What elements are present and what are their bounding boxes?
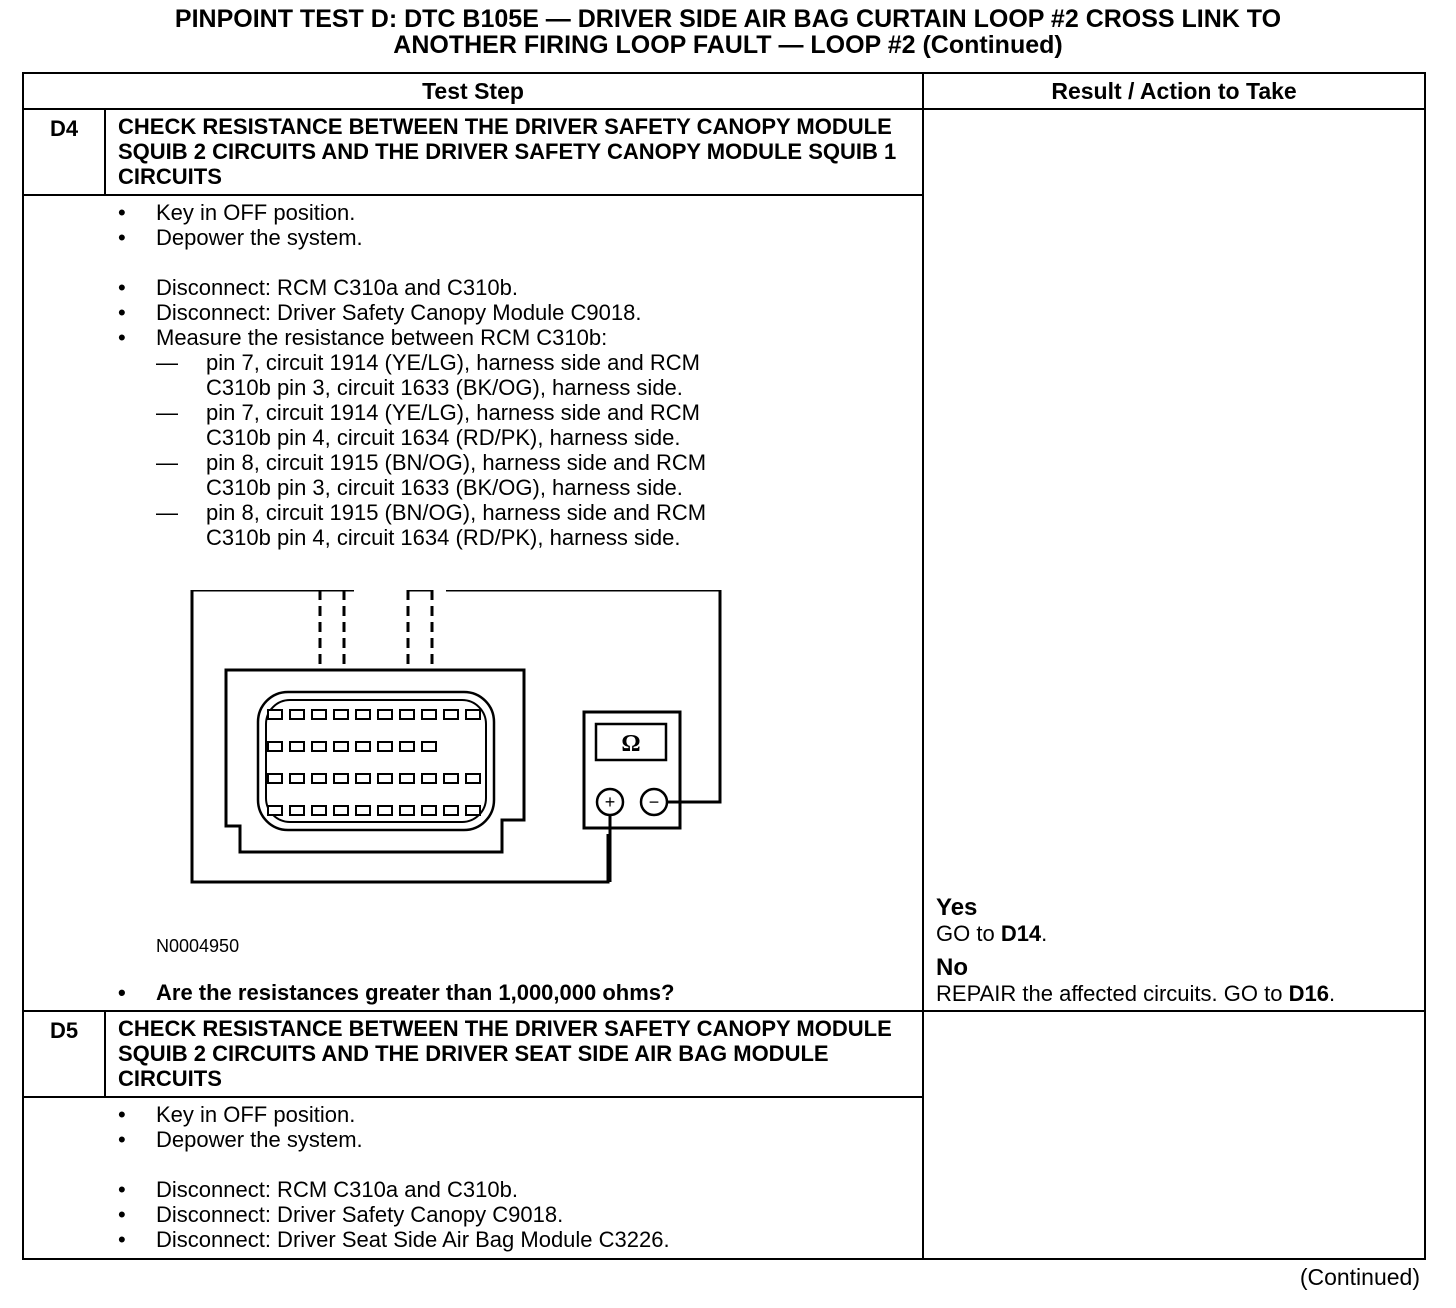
sub-item: pin 7, circuit 1914 (YE/LG), harness sid… [24, 400, 726, 450]
result-cell-d5 [922, 1010, 1427, 1260]
svg-text:Ω: Ω [621, 731, 640, 757]
list-item: Disconnect: RCM C310a and C310b. [24, 275, 922, 300]
step-d5-title-row: D5 CHECK RESISTANCE BETWEEN THE DRIVER S… [22, 1010, 1427, 1260]
sub-item: pin 8, circuit 1915 (BN/OG), harness sid… [24, 450, 726, 500]
step-question-d4: Are the resistances greater than 1,000,0… [24, 980, 922, 1005]
continued-note: (Continued) [1299, 1264, 1420, 1290]
list-item: Measure the resistance between RCM C310b… [24, 325, 922, 350]
title-line-1: PINPOINT TEST D: DTC B105E — DRIVER SIDE… [174, 5, 1282, 33]
list-item: Disconnect: RCM C310a and C310b. [24, 1177, 922, 1202]
sub-item: pin 8, circuit 1915 (BN/OG), harness sid… [24, 500, 726, 550]
page-title: PINPOINT TEST D: DTC B105E — DRIVER SIDE… [0, 6, 1456, 58]
link-d14[interactable]: D14 [1000, 921, 1042, 946]
figure-id: N0004950 [156, 936, 240, 956]
title-line-2: ANOTHER FIRING LOOP FAULT — LOOP #2 (Con… [393, 31, 1063, 59]
step-d5-body-row: Key in OFF position. Depower the system.… [21, 1096, 1425, 1260]
step-title-d4: CHECK RESISTANCE BETWEEN THE DRIVER SAFE… [103, 108, 925, 196]
column-header-test-step: Test Step [21, 72, 925, 110]
yes-label: Yes [936, 894, 978, 921]
column-header-result: Result / Action to Take [922, 72, 1427, 110]
resistance-measurement-diagram: Ω + − [190, 590, 722, 884]
list-item: Disconnect: Driver Safety Canopy Module … [24, 300, 922, 325]
result-cell-d4: Yes GO to D14. No REPAIR the affected ci… [922, 108, 1427, 1012]
list-item: Key in OFF position. [24, 1102, 922, 1127]
yes-action: GO to D14. [936, 921, 1048, 946]
step-number-d4: D4 [22, 108, 106, 196]
list-item: Disconnect: Driver Seat Side Air Bag Mod… [24, 1227, 922, 1252]
step-d4-body-row: Key in OFF position. Depower the system.… [21, 194, 1425, 1012]
svg-text:+: + [605, 792, 616, 812]
step-body-d4: Key in OFF position. Depower the system.… [21, 194, 925, 1012]
table-header-row: Test Step Result / Action to Take [21, 72, 1427, 110]
ohmmeter-icon: Ω + − [582, 710, 682, 830]
no-label: No [936, 954, 969, 981]
no-action: REPAIR the affected circuits. GO to D16. [936, 981, 1336, 1006]
list-item: Depower the system. [24, 1127, 922, 1152]
pinpoint-test-table: Test Step Result / Action to Take D4 CHE… [21, 72, 1427, 1260]
step-body-d5: Key in OFF position. Depower the system.… [21, 1096, 925, 1260]
step-d4-title-row: D4 CHECK RESISTANCE BETWEEN THE DRIVER S… [22, 108, 1427, 1012]
result-block-d4: Yes GO to D14. No REPAIR the affected ci… [936, 894, 1416, 1006]
list-item: Key in OFF position. [24, 200, 922, 225]
connector-diagram: Ω + − N0004950 [24, 550, 922, 980]
sub-item: pin 7, circuit 1914 (YE/LG), harness sid… [24, 350, 726, 400]
list-item: Depower the system. [24, 225, 922, 250]
link-d16[interactable]: D16 [1288, 981, 1329, 1006]
svg-text:−: − [649, 792, 660, 812]
list-item: Disconnect: Driver Safety Canopy C9018. [24, 1202, 922, 1227]
step-title-d5: CHECK RESISTANCE BETWEEN THE DRIVER SAFE… [103, 1010, 925, 1098]
step-number-d5: D5 [22, 1010, 106, 1098]
